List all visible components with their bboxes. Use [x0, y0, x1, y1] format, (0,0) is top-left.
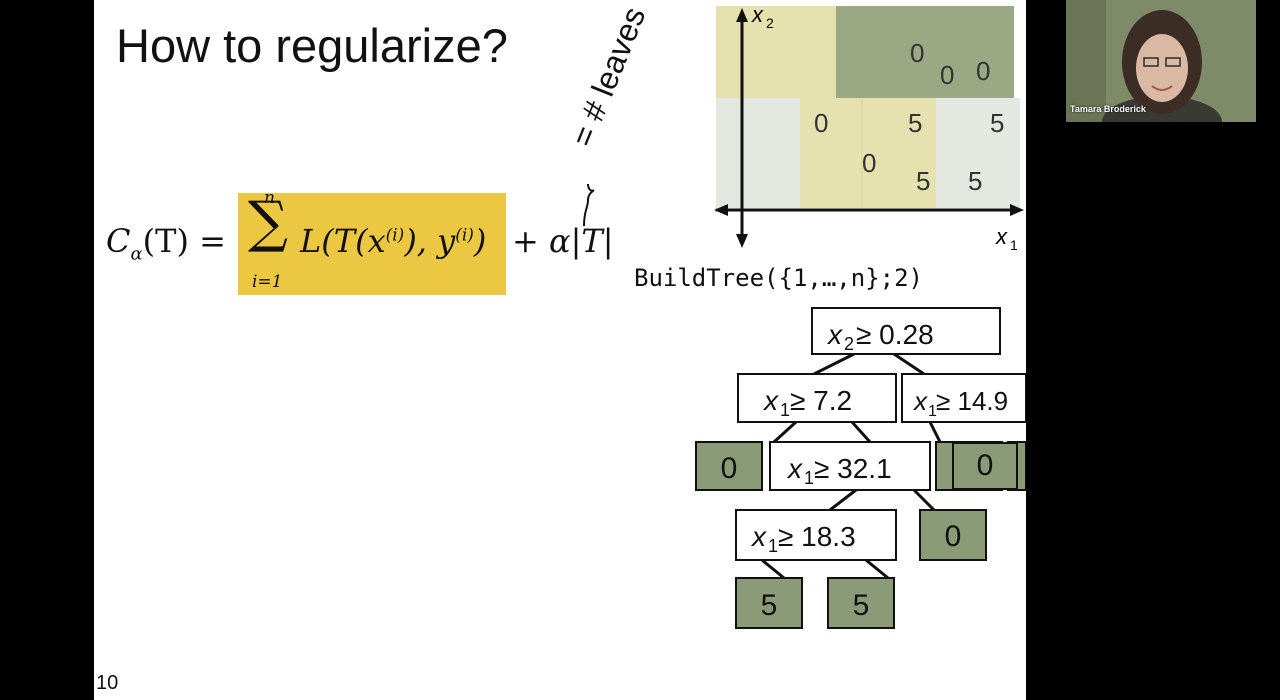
point-label: 5 [908, 108, 922, 138]
x-axis-label: x [995, 224, 1008, 249]
svg-text:0: 0 [945, 520, 962, 553]
sum-lower: i=1 [252, 272, 283, 292]
point-label: 0 [940, 60, 954, 90]
tree-leaf: 5 [735, 577, 803, 629]
region-top-right [836, 6, 1014, 98]
sum-symbol: ∑ [248, 190, 288, 255]
svg-text:2: 2 [844, 334, 854, 354]
region-bottom-left [716, 98, 800, 208]
tree-node-right: x 1 ≥ 14.9 [901, 373, 1026, 423]
slide-number: 10 [96, 672, 119, 694]
tree-node-mid: x 1 ≥ 32.1 [769, 441, 931, 491]
svg-text:x: x [826, 319, 843, 350]
svg-text:1: 1 [780, 400, 790, 420]
formula-penalty: + α|T| [512, 222, 614, 260]
sum-upper: n [264, 188, 275, 208]
svg-text:≥ 7.2: ≥ 7.2 [790, 385, 852, 416]
svg-text:x: x [786, 453, 803, 484]
buildtree-call: BuildTree({1,…,n};2) [634, 264, 923, 292]
svg-text:0: 0 [721, 452, 738, 485]
svg-text:1: 1 [768, 536, 778, 556]
svg-text:x: x [762, 385, 779, 416]
brace-annotation: = # leaves [564, 1, 653, 152]
region-top-left [716, 6, 836, 98]
point-label: 5 [968, 166, 982, 196]
overbrace [583, 183, 595, 227]
svg-text:5: 5 [853, 589, 870, 622]
svg-text:1: 1 [1010, 237, 1018, 250]
partition-plot: x 2 x 1 0 0 0 0 5 5 0 0 5 5 0 [714, 4, 1024, 250]
tree-node-root: x 2 ≥ 0.28 [811, 307, 1001, 355]
point-label: 0 [814, 108, 828, 138]
tree-node-deep: x 1 ≥ 18.3 [735, 509, 897, 561]
participant-name: Tamara Broderick [1070, 104, 1146, 114]
slide: How to regularize? Cα(T) = ∑ n i=1 L(T(x… [94, 0, 1026, 700]
point-label: 5 [990, 108, 1004, 138]
svg-text:1: 1 [804, 468, 814, 488]
formula-lhs: Cα(T) = [106, 222, 226, 265]
region-bottom-right [936, 98, 1020, 208]
svg-text:≥ 14.9: ≥ 14.9 [936, 386, 1008, 416]
y-axis-label: x [751, 4, 764, 27]
svg-text:≥ 18.3: ≥ 18.3 [778, 521, 856, 552]
tree-leaf: 0 [919, 509, 987, 561]
point-label: 5 [916, 166, 930, 196]
svg-text:2: 2 [766, 15, 774, 31]
point-label: 0 [976, 56, 990, 86]
svg-text:≥ 32.1: ≥ 32.1 [814, 453, 892, 484]
formula-loss: L(T(x(i)), y(i)) [300, 222, 487, 260]
formula-highlight [238, 193, 506, 295]
tree-leaf: 0 [695, 441, 763, 491]
tree-leaf: 5 [827, 577, 895, 629]
svg-text:x: x [912, 386, 928, 416]
tree-leaf-right: 0 [952, 442, 1018, 490]
tree-node-left: x 1 ≥ 7.2 [737, 373, 897, 423]
slide-title: How to regularize? [116, 19, 508, 72]
region-bottom-middle [800, 98, 936, 208]
svg-text:x: x [750, 521, 767, 552]
svg-text:1: 1 [928, 403, 937, 420]
svg-text:≥ 0.28: ≥ 0.28 [856, 319, 934, 350]
point-label: 0 [910, 38, 924, 68]
point-label: 0 [862, 148, 876, 178]
participant-video [1066, 0, 1256, 122]
svg-text:5: 5 [761, 589, 778, 622]
webcam-tile[interactable]: Tamara Broderick [1066, 0, 1256, 122]
